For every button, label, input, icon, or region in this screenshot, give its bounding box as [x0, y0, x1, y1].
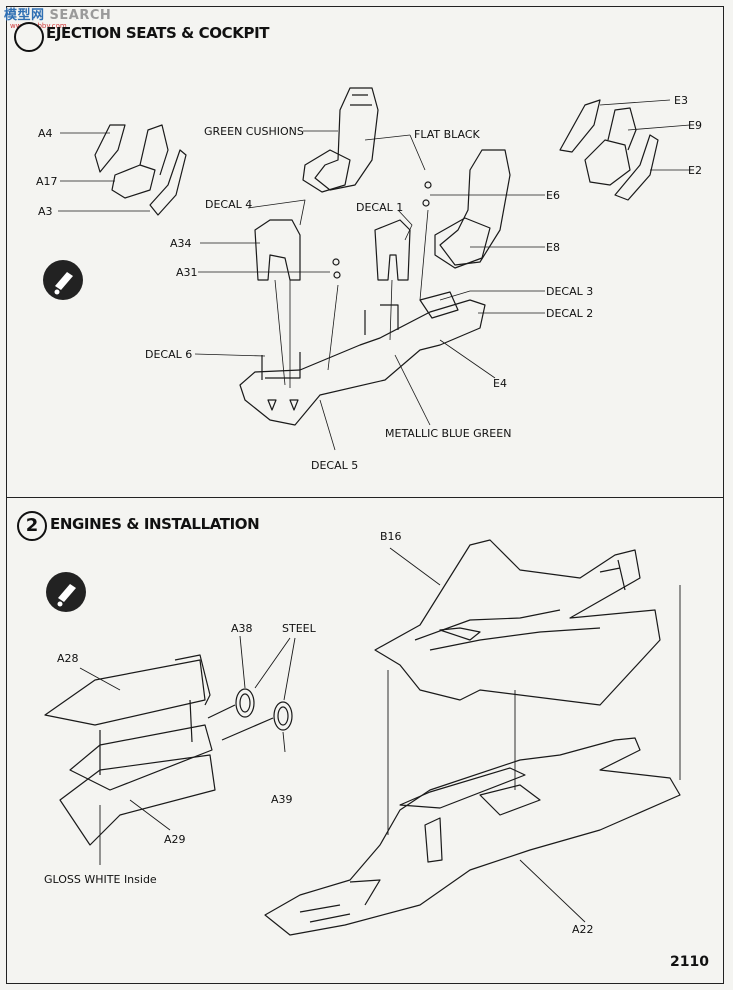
step-2-title: ENGINES & INSTALLATION — [50, 515, 260, 533]
label-a4: A4 — [38, 127, 53, 140]
label-a29: A29 — [164, 833, 186, 846]
label-e3: E3 — [674, 94, 688, 107]
label-e9: E9 — [688, 119, 702, 132]
label-a3: A3 — [38, 205, 53, 218]
left-seat-parts — [94, 124, 187, 216]
upper-fuselage-b16 — [374, 539, 661, 706]
label-a17: A17 — [36, 175, 58, 188]
page-number: 2110 — [670, 954, 709, 970]
intake-parts — [44, 654, 216, 846]
label-e8: E8 — [546, 241, 560, 254]
step-1-number — [14, 22, 44, 52]
label-b16: B16 — [380, 530, 402, 543]
instrument-panel-decal1 — [374, 219, 411, 281]
label-e4: E4 — [493, 377, 507, 390]
step-divider — [6, 497, 724, 498]
page-frame — [6, 6, 724, 984]
label-flat-black: FLAT BLACK — [414, 128, 480, 141]
lower-fuselage-a22 — [264, 737, 681, 936]
label-e6: E6 — [546, 189, 560, 202]
label-a22: A22 — [572, 923, 594, 936]
label-e2: E2 — [688, 164, 702, 177]
paint-brush-icon — [43, 260, 83, 300]
label-a28: A28 — [57, 652, 79, 665]
label-a38: A38 — [231, 622, 253, 635]
compressor-faces — [207, 688, 293, 741]
step-1-title: EJECTION SEATS & COCKPIT — [46, 24, 270, 42]
label-decal-2: DECAL 2 — [546, 307, 594, 320]
label-decal-1: DECAL 1 — [356, 201, 404, 214]
label-a31: A31 — [176, 266, 198, 279]
label-decal-3: DECAL 3 — [546, 285, 594, 298]
step-2-number: 2 — [17, 511, 47, 541]
right-seat — [434, 149, 511, 269]
watermark-logo: 模型网 SEARCH — [4, 8, 112, 23]
paint-brush-icon — [46, 572, 86, 612]
label-a34: A34 — [170, 237, 192, 250]
label-metallic-blue-green: METALLIC BLUE GREEN — [385, 427, 512, 440]
upper-right-seat — [559, 99, 659, 201]
label-green-cushions: GREEN CUSHIONS — [204, 125, 304, 138]
label-a39: A39 — [271, 793, 293, 806]
label-gloss-white-inside: GLOSS WHITE Inside — [44, 873, 157, 886]
label-steel: STEEL — [282, 622, 316, 635]
center-seat — [302, 87, 379, 193]
label-decal-6: DECAL 6 — [145, 348, 193, 361]
instrument-panel-a34 — [254, 219, 301, 281]
label-decal-4: DECAL 4 — [205, 198, 253, 211]
cockpit-tub — [239, 299, 486, 426]
label-decal-5: DECAL 5 — [311, 459, 359, 472]
